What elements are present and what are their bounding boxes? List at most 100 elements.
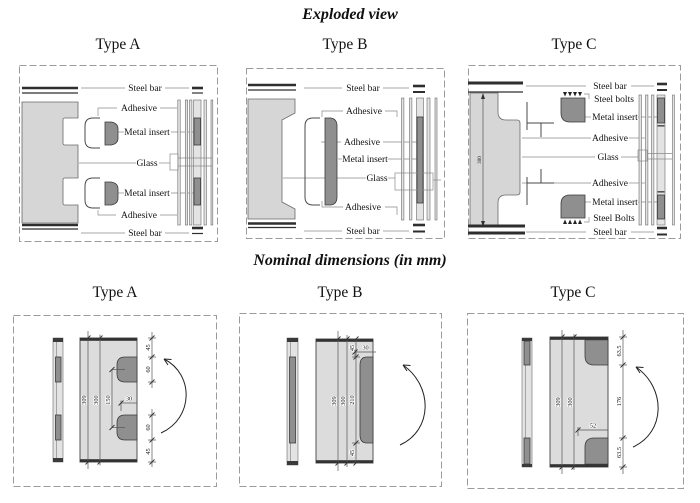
metal-insert-top <box>584 339 609 366</box>
label-adhesive-bottom: Adhesive <box>592 179 628 189</box>
metal-inserts <box>560 97 586 219</box>
label-adhesive-bottom: Adhesive <box>345 203 381 213</box>
glass-plate <box>469 92 521 228</box>
steel-bolts <box>563 92 582 224</box>
label-adhesive-mid: Adhesive <box>344 138 380 148</box>
nominal-type-a-title: Type A <box>92 284 138 301</box>
label-glass: Glass <box>597 153 618 163</box>
label-glass: Glass <box>366 174 387 184</box>
label-glass: Glass <box>136 159 157 169</box>
dim-plate-height: 300 <box>477 156 483 164</box>
steel-bar-bottom <box>468 224 667 236</box>
panel-border <box>467 313 684 489</box>
dim-210: 210 <box>349 395 356 404</box>
leader-lines <box>283 87 419 232</box>
exploded-type-a-diagram: Steel bar Adhesive Metal insert Glass Me… <box>19 65 218 242</box>
glass-stack <box>401 97 438 221</box>
nominal-type-b-title: Type B <box>317 284 363 301</box>
panel-border <box>468 65 681 239</box>
dim-30: 30 <box>362 345 368 352</box>
dim-60-bottom: 60 <box>145 424 152 430</box>
label-metal-insert-bottom: Metal insert <box>592 198 638 208</box>
glass-stack <box>638 94 675 226</box>
rotation-arrow <box>632 366 659 448</box>
metal-insert-top <box>116 356 138 383</box>
dim-45-bottom: 45 <box>349 450 356 456</box>
label-adhesive-bottom: Adhesive <box>121 211 157 221</box>
panel-border <box>246 68 445 239</box>
dim-309: 309 <box>555 397 562 406</box>
label-steel-bar-bottom: Steel bar <box>346 227 380 237</box>
metal-insert-bottom <box>584 437 609 465</box>
glass-stack <box>177 99 214 226</box>
dim-30: 30 <box>126 396 132 403</box>
exploded-type-b-diagram: Steel bar Adhesive Adhesive Metal insert… <box>246 68 445 239</box>
exploded-type-c-title: Type C <box>551 36 597 53</box>
label-adhesive-top: Adhesive <box>346 107 382 117</box>
glass-junction-box <box>394 172 441 191</box>
nominal-type-c-diagram: 309 300 52 63.5 176 63.5 <box>467 313 684 489</box>
adhesive-channels <box>84 117 100 209</box>
nominal-dimensions-heading: Nominal dimensions (in mm) <box>253 252 447 269</box>
steel-bar-top <box>468 81 667 93</box>
dim-150: 150 <box>105 395 112 404</box>
dimension-lines <box>559 330 627 474</box>
steel-bar-bottom <box>22 223 203 235</box>
plan-view <box>549 336 609 468</box>
dim-45-bottom: 45 <box>145 448 152 454</box>
label-adhesive-top: Adhesive <box>592 134 628 144</box>
glass-junction-box <box>169 153 212 171</box>
glass-plate <box>21 101 79 224</box>
plan-view <box>315 338 374 464</box>
label-adhesive-top: Adhesive <box>121 104 157 114</box>
metal-insert <box>324 117 338 206</box>
exploded-type-c-diagram: 300 <box>468 65 681 239</box>
label-metal-insert-top: Metal insert <box>124 128 170 138</box>
metal-insert-bottom <box>116 414 138 441</box>
nominal-type-c-title: Type C <box>550 284 596 301</box>
dim-45-top: 45 <box>349 345 356 351</box>
nominal-type-b-diagram: 309 300 210 45 45 30 <box>239 313 442 487</box>
steel-bar-top <box>22 86 203 94</box>
dim-63-5-bottom: 63.5 <box>616 447 623 458</box>
label-steel-bar-bottom: Steel bar <box>593 228 627 238</box>
panel-border <box>13 315 217 487</box>
panel-border <box>239 313 442 487</box>
dim-309: 309 <box>331 396 338 405</box>
label-steel-bar-top: Steel bar <box>128 84 162 94</box>
exploded-view-heading: Exploded view <box>302 6 398 23</box>
label-steel-bolts-top: Steel bolts <box>594 95 634 105</box>
rotation-arrow <box>399 364 426 446</box>
dim-176: 176 <box>616 397 623 406</box>
label-metal-insert: Metal insert <box>342 155 388 165</box>
dim-300: 300 <box>340 396 347 405</box>
exploded-type-b-title: Type B <box>322 36 368 53</box>
label-steel-bar-bottom: Steel bar <box>128 229 162 239</box>
dim-52: 52 <box>590 423 596 430</box>
label-metal-insert-top: Metal insert <box>592 113 638 123</box>
leader-lines <box>79 87 197 234</box>
dim-300: 300 <box>93 395 100 404</box>
label-steel-bar-top: Steel bar <box>593 82 627 92</box>
panel-border <box>19 65 218 242</box>
nominal-type-a-diagram: 309 300 150 30 45 60 60 45 <box>13 315 217 487</box>
adhesive-angles <box>526 102 554 205</box>
edge-view-bar <box>286 337 299 466</box>
dim-60-top: 60 <box>145 366 152 372</box>
exploded-type-a-title: Type A <box>95 36 141 53</box>
dim-63-5-top: 63.5 <box>616 345 623 356</box>
glass-junction-box <box>637 149 672 162</box>
adhesive-channel <box>304 117 320 206</box>
metal-insert <box>359 356 374 444</box>
dim-45-top: 45 <box>145 344 152 350</box>
rotation-arrow <box>160 358 187 434</box>
dim-309: 309 <box>81 395 88 404</box>
steel-bar-bottom <box>248 222 425 233</box>
label-steel-bolts-bottom: Steel Bolts <box>593 214 635 224</box>
plan-view <box>79 337 138 463</box>
edge-view-bar <box>52 337 64 463</box>
dim-300: 300 <box>567 397 574 406</box>
metal-inserts <box>104 121 119 206</box>
label-steel-bar-top: Steel bar <box>346 84 380 94</box>
